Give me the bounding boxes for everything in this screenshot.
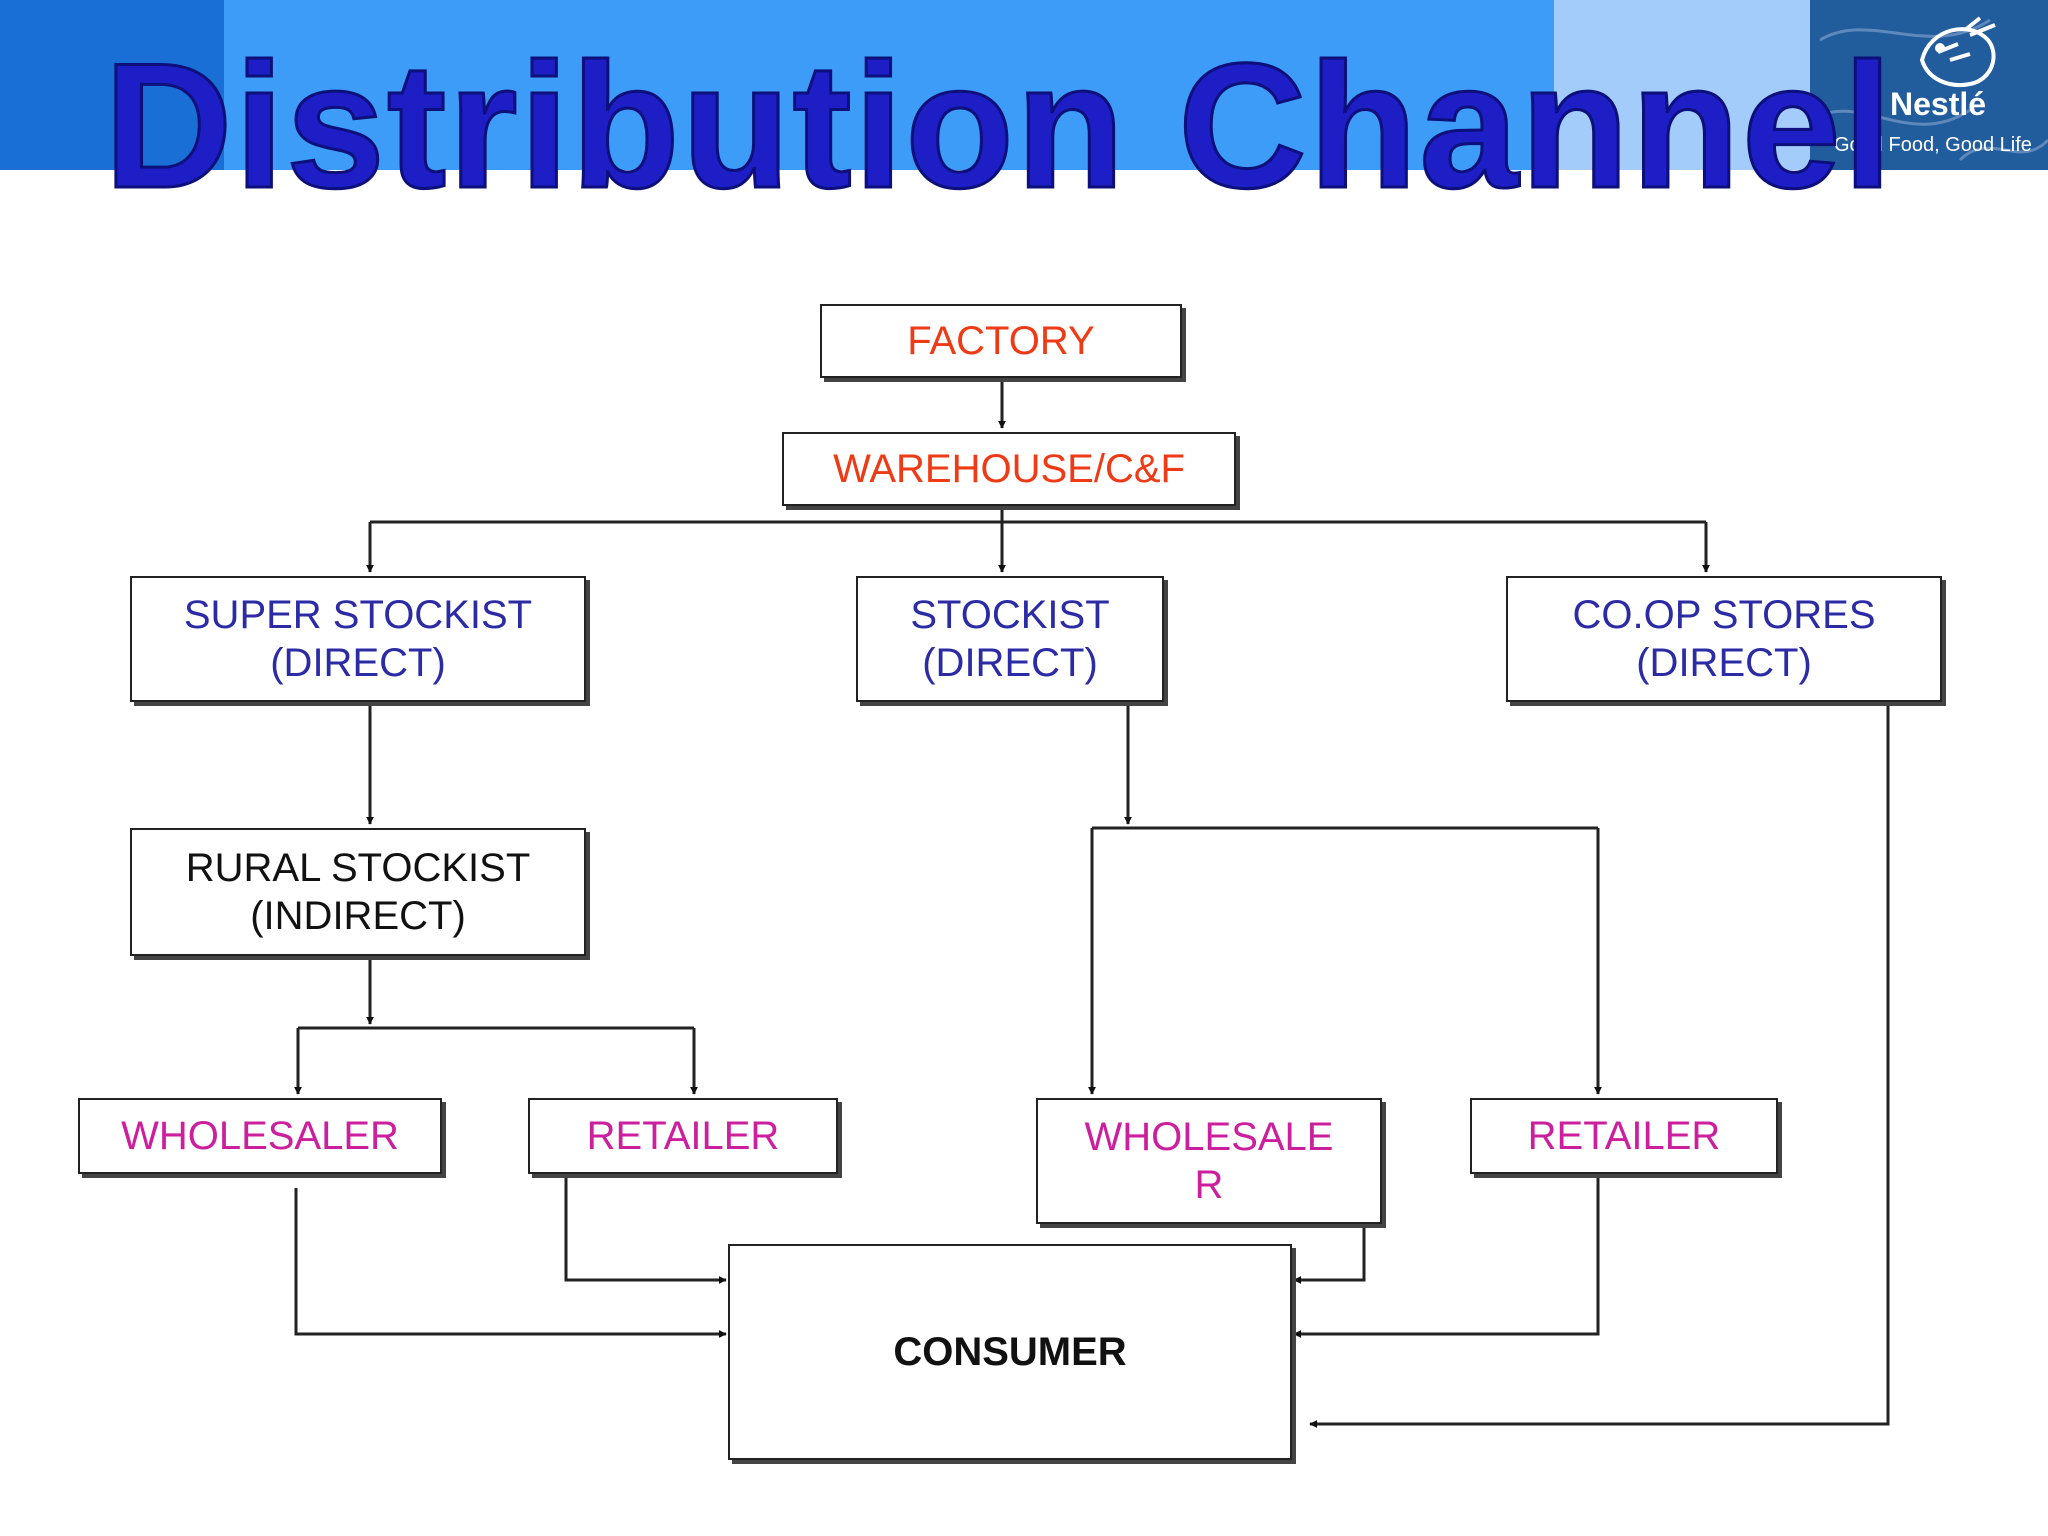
page-title: Distribution Channel — [102, 26, 1895, 225]
edge-warehouse-bus — [370, 506, 1706, 524]
header-band-light — [1554, 0, 1810, 170]
node-label-line: (DIRECT) — [1636, 641, 1812, 685]
logo-tagline: Good Food, Good Life — [1834, 134, 2032, 156]
node-label-line: WAREHOUSE/C&F — [833, 447, 1185, 491]
nestle-logo: Nestlé Good Food, Good Life — [1810, 0, 2048, 170]
node-stockist: STOCKIST(DIRECT) — [856, 576, 1164, 702]
node-label-line: WHOLESALER — [121, 1114, 399, 1158]
edge-retailer-left-consumer — [564, 1172, 727, 1284]
edge-wholesaler-left-consumer — [294, 1188, 727, 1338]
node-warehouse: WAREHOUSE/C&F — [782, 432, 1236, 506]
node-label-line: CO.OP STORES — [1572, 593, 1876, 637]
node-factory: FACTORY — [820, 304, 1182, 378]
node-label-line: (INDIRECT) — [250, 894, 466, 938]
node-label-line: (DIRECT) — [922, 641, 1098, 685]
node-rural-stockist: RURAL STOCKIST(INDIRECT) — [130, 828, 586, 956]
node-label-line: CONSUMER — [893, 1330, 1127, 1374]
node-retailer-left: RETAILER — [528, 1098, 838, 1174]
header-band-dark — [0, 0, 224, 170]
node-label-line: WHOLESALE — [1084, 1115, 1334, 1159]
node-label-line: RURAL STOCKIST — [185, 846, 531, 890]
edge-retailer-right-consumer — [1293, 1172, 1600, 1338]
node-label-line: R — [1194, 1163, 1224, 1207]
node-wholesaler-left: WHOLESALER — [78, 1098, 442, 1174]
node-coop-stores: CO.OP STORES(DIRECT) — [1506, 576, 1942, 702]
edge-coop-consumer — [1309, 702, 1890, 1428]
node-label-line: (DIRECT) — [270, 641, 446, 685]
node-label-line: SUPER STOCKIST — [183, 593, 533, 637]
node-label-line: FACTORY — [907, 319, 1095, 363]
nest-bird-icon — [1810, 16, 2048, 162]
node-retailer-right: RETAILER — [1470, 1098, 1778, 1174]
node-label-line: STOCKIST — [910, 593, 1110, 637]
logo-wordmark: Nestlé — [1890, 86, 1987, 122]
node-consumer: CONSUMER — [728, 1244, 1292, 1460]
node-label-line: RETAILER — [1527, 1114, 1721, 1158]
header-band-mid — [224, 0, 1554, 170]
node-super-stockist: SUPER STOCKIST(DIRECT) — [130, 576, 586, 702]
node-label-line: RETAILER — [586, 1114, 780, 1158]
